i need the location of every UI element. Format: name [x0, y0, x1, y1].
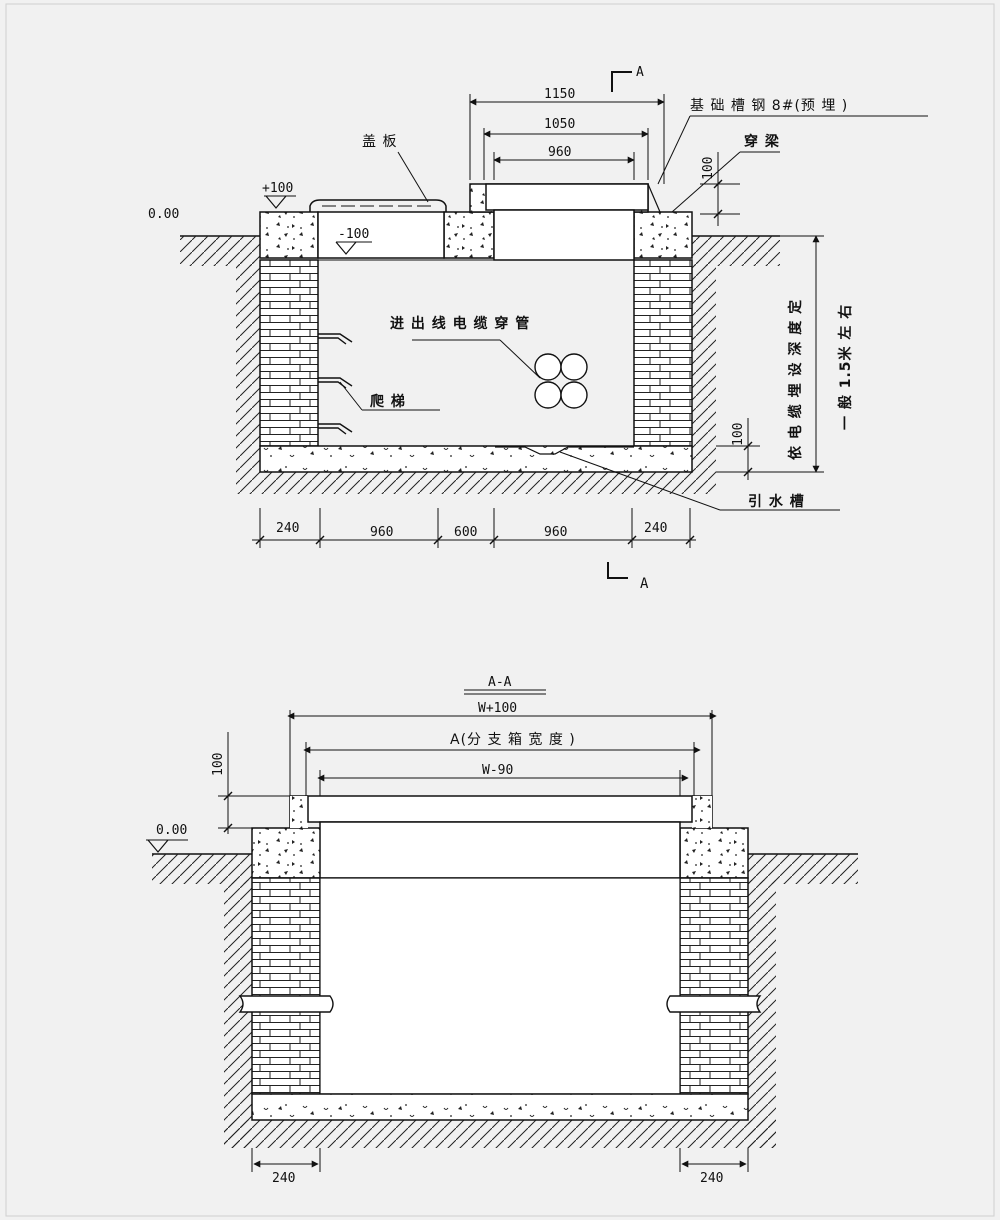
dim-1150-label: 1150	[544, 87, 575, 102]
box-base	[485, 183, 649, 211]
bottom-dim-label: 100	[731, 423, 746, 446]
drain-groove	[495, 446, 634, 455]
soil-hatch-left-wall	[236, 262, 260, 472]
dim-600: 600	[454, 525, 477, 540]
ground-hatch-left	[180, 236, 260, 266]
right-plinth-step	[647, 183, 661, 213]
drain-label: 引 水 槽	[748, 493, 805, 510]
section-width-inner: W-90	[482, 763, 513, 778]
cable-pipes	[534, 353, 588, 409]
section-soil-left	[224, 880, 252, 1148]
section-mark-top	[611, 71, 632, 92]
level-mark-cover	[265, 195, 287, 209]
ladder-label: 爬 梯	[370, 393, 406, 410]
cover-plate	[309, 199, 447, 212]
section-view: A-A W+100 A(分 支 箱 宽 度 ) W-90 100 0.00 24…	[146, 675, 858, 1186]
section-mark-bottom-label: A	[640, 576, 649, 592]
section-mark-top-label: A	[636, 65, 644, 80]
box-body	[493, 209, 635, 261]
section-bottom-slab	[251, 1093, 749, 1121]
right-brick-wall	[633, 259, 693, 447]
section-ground-level: 0.00	[156, 823, 187, 838]
section-right-brick-wall	[679, 877, 749, 1095]
section-box-body	[319, 821, 681, 879]
cover-label: 盖 板	[362, 134, 397, 150]
section-title: A-A	[488, 675, 512, 690]
section-width-box: A(分 支 箱 宽 度 )	[450, 731, 576, 748]
page-border	[5, 3, 995, 1217]
section-top-right-block	[679, 827, 749, 879]
ladder	[318, 333, 353, 435]
section-left-brick-wall	[251, 877, 321, 1095]
section-side-dim: 100	[211, 753, 226, 776]
dim-960-left: 960	[370, 525, 393, 540]
dim-240-left: 240	[276, 521, 299, 536]
section-level-mark	[147, 839, 169, 853]
soil-hatch-right-wall	[692, 262, 716, 472]
cover-level-label: +100	[262, 181, 293, 196]
section-dim-240-left-label: 240	[272, 1171, 295, 1186]
section-width-total: W+100	[478, 701, 517, 716]
ground-hatch-right	[692, 236, 780, 266]
dim-960-right: 960	[544, 525, 567, 540]
section-pipe-left	[238, 995, 334, 1013]
level-mark-inner	[335, 241, 357, 255]
depth-note-2: 一 般 1.5米 左 右	[837, 304, 854, 430]
plan-view: 0.00 +100 -100 盖 板 1150 1050 960 基 础 槽 钢…	[148, 65, 928, 592]
bottom-slab	[259, 445, 693, 473]
right-top-block	[633, 211, 693, 259]
section-top-left-block	[251, 827, 323, 879]
dim-240-right: 240	[644, 521, 667, 536]
depth-note-1: 依 电 缆 埋 设 深 度 定	[787, 299, 804, 460]
cable-label: 进 出 线 电 缆 穿 管	[390, 315, 530, 332]
leader-ladder	[339, 381, 363, 411]
leader-beam	[671, 151, 741, 213]
section-interior	[319, 877, 681, 1095]
left-brick-wall	[259, 259, 319, 447]
mid-top-block	[443, 211, 495, 259]
ground-level-label: 0.00	[148, 207, 179, 222]
leader-steel	[657, 115, 691, 185]
section-mark-bottom	[607, 562, 628, 579]
section-ground-hatch-left	[152, 854, 252, 884]
section-soil-bottom	[224, 1120, 776, 1148]
beam-label: 穿 梁	[744, 133, 780, 150]
dim-1050-label: 1050	[544, 117, 575, 132]
section-dim-240-right-label: 240	[700, 1171, 723, 1186]
soil-hatch-bottom	[236, 472, 716, 494]
side-dim-label: 100	[701, 157, 716, 180]
steel-label: 基 础 槽 钢 8#(预 埋 )	[690, 97, 848, 114]
leader-drain	[559, 451, 721, 511]
section-pipe-right	[666, 995, 762, 1013]
inner-level-label: -100	[338, 227, 369, 242]
section-ground-hatch-right	[748, 854, 858, 884]
cover-opening	[317, 211, 445, 259]
left-top-block	[259, 211, 319, 259]
section-box-base	[307, 795, 693, 823]
section-soil-right	[748, 880, 776, 1148]
dim-960-label: 960	[548, 145, 571, 160]
leader-cover	[397, 151, 429, 203]
